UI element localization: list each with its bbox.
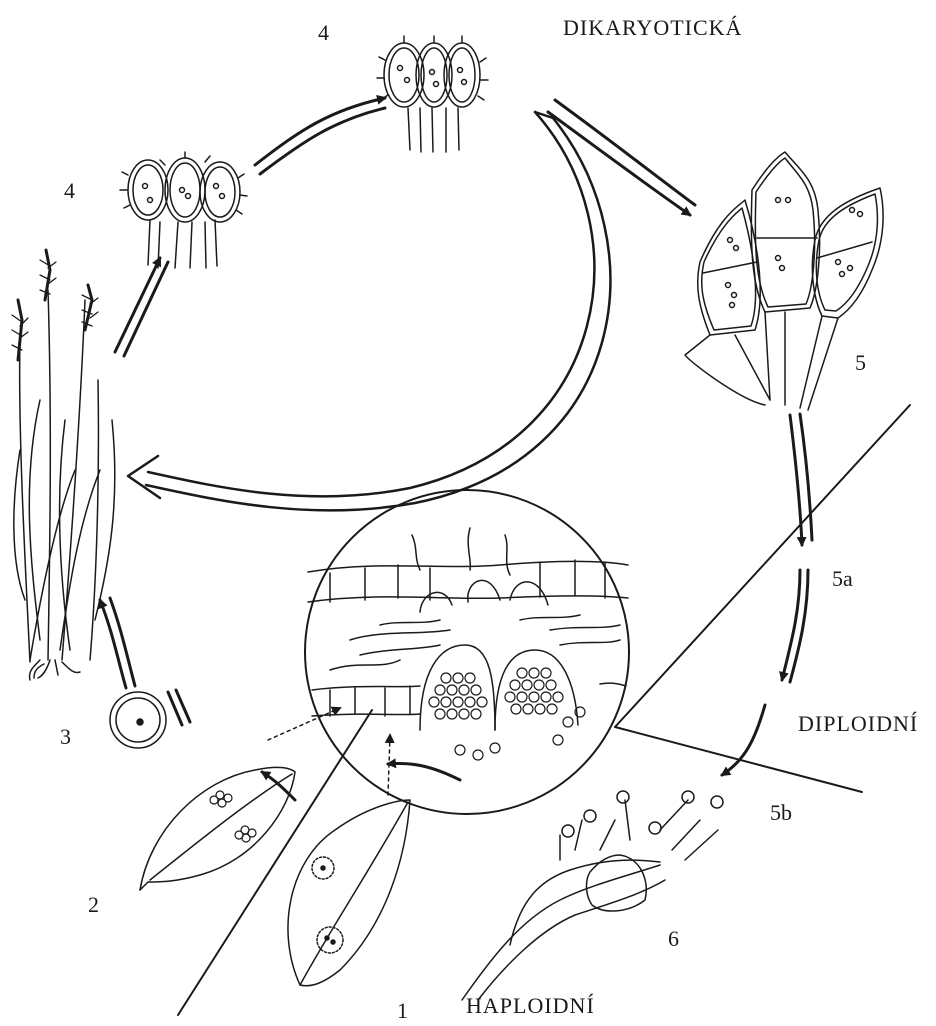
grass-plant-illustration bbox=[12, 250, 115, 680]
stage3-spore bbox=[110, 692, 166, 748]
stage-label-6: 6 bbox=[668, 928, 679, 950]
stage-label-4-top: 4 bbox=[318, 22, 329, 44]
stage1-leaf bbox=[288, 800, 410, 986]
stage-label-4-left: 4 bbox=[64, 180, 75, 202]
stage5-teliospores bbox=[685, 152, 883, 410]
stage2-leaf bbox=[140, 767, 295, 890]
stage-label-3: 3 bbox=[60, 726, 71, 748]
phase-label-diploid: DIPLOIDNÍ bbox=[798, 711, 918, 737]
phase-label-dikaryotic: DIKARYOTICKÁ bbox=[563, 15, 742, 41]
stage-label-1: 1 bbox=[397, 1000, 408, 1022]
magnified-leaf-section bbox=[305, 490, 629, 814]
stage4-left-teliospores bbox=[120, 152, 247, 268]
phase-label-haploid: HAPLOIDNÍ bbox=[466, 993, 595, 1019]
stage-label-5b: 5b bbox=[770, 802, 792, 824]
inner-crescent-arrow bbox=[128, 112, 610, 510]
stage-label-5a: 5a bbox=[832, 568, 853, 590]
stage-label-2: 2 bbox=[88, 894, 99, 916]
stage-label-5: 5 bbox=[855, 352, 866, 374]
stage6-basidium bbox=[462, 791, 723, 1000]
stage4-top-teliospores bbox=[377, 36, 488, 152]
